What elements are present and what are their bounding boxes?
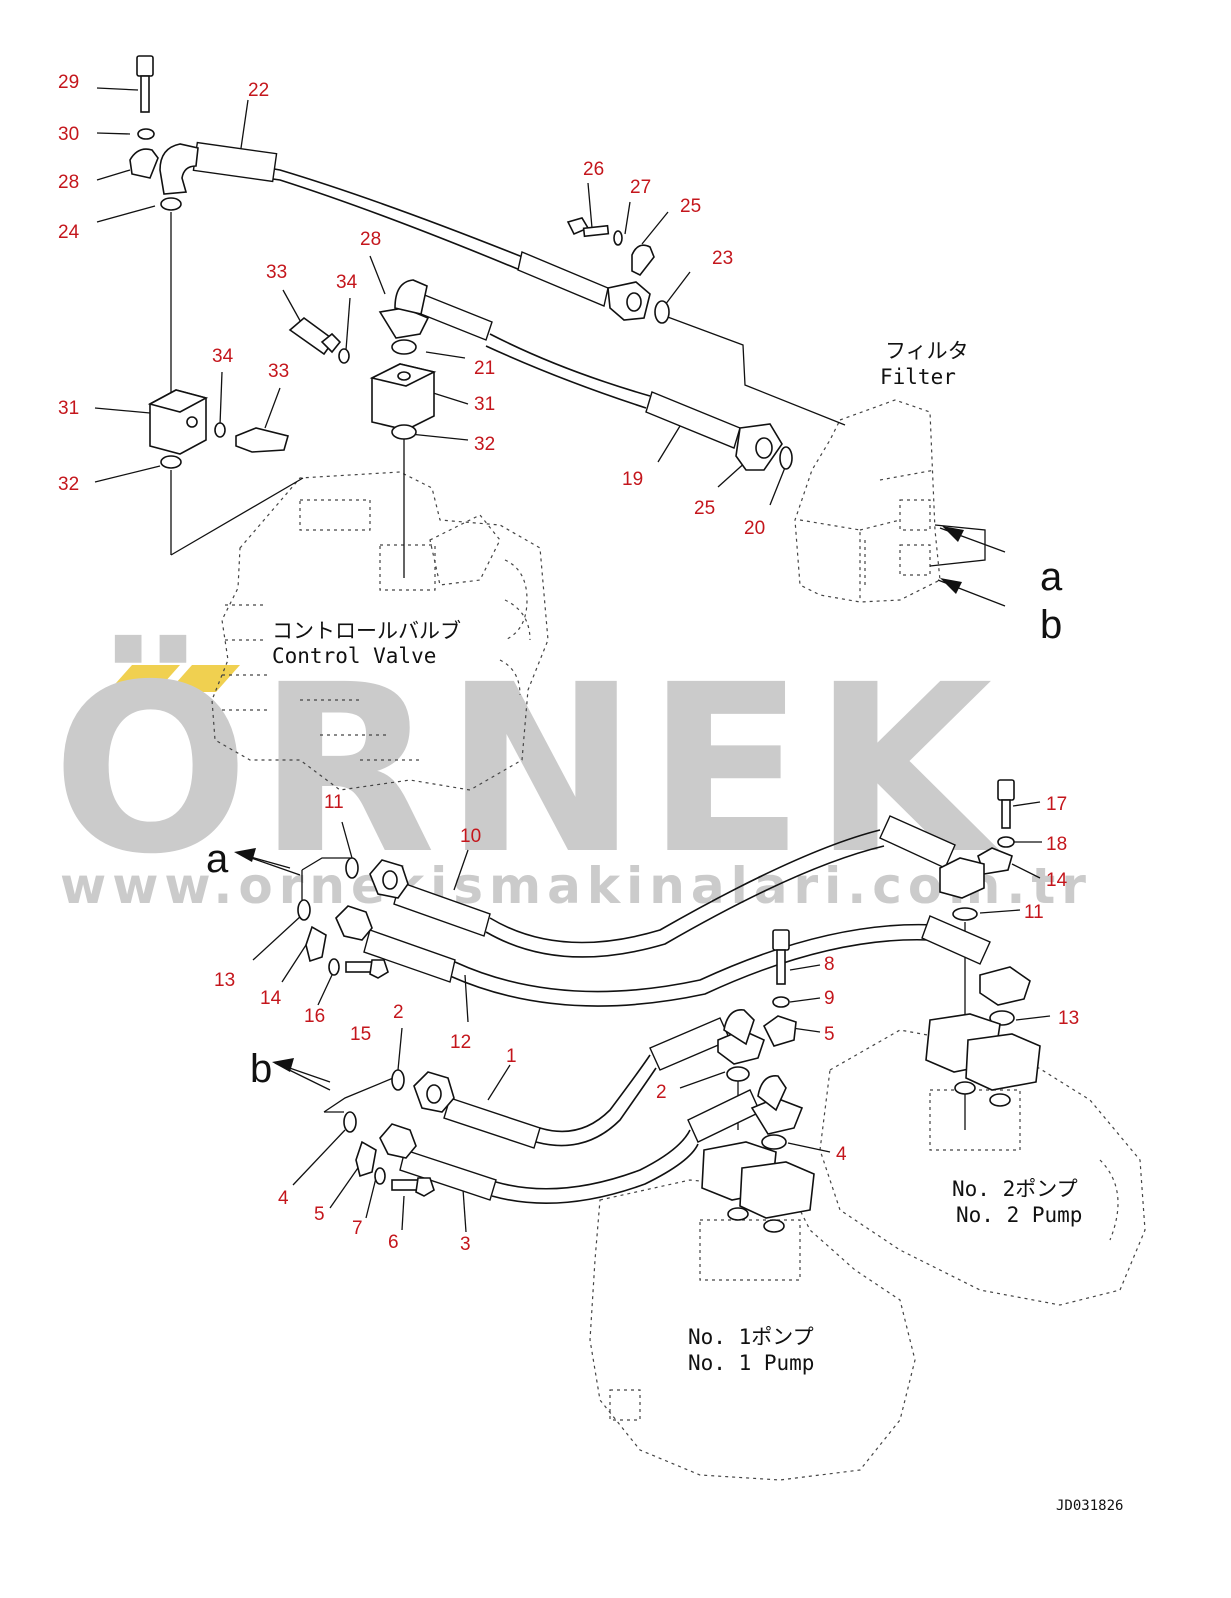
pump1-label-en: No. 1 Pump [688,1351,814,1375]
callout-22: 22 [248,80,269,101]
control-valve-label-en: Control Valve [272,644,436,668]
filter-body [794,399,941,603]
callout-28: 28 [58,172,79,193]
callout-21: 21 [474,358,495,379]
callout-2: 2 [393,1002,404,1023]
component-labels: フィルタ Filter コントロールバルブ Control Valve No. … [206,339,1123,1514]
callout-17: 17 [1046,794,1067,815]
pump2-label-jp: No. 2ポンプ [952,1177,1078,1201]
callout-25: 25 [680,196,701,217]
callout-11-b: 11 [1024,902,1044,923]
callout-34: 34 [336,272,358,293]
control-valve-label-jp: コントロールバルブ [272,619,461,643]
callout-16: 16 [304,1006,325,1027]
arrow-label-b-right: b [1040,603,1062,647]
leader-lines [94,87,1051,1233]
callout-33-b: 33 [268,361,289,382]
flow-arrows [234,526,1006,1083]
callout-1: 1 [506,1046,517,1067]
watermark-accent-left [108,665,180,692]
hoses [192,141,991,1205]
callout-9: 9 [824,988,835,1009]
callout-6: 6 [388,1232,399,1253]
callout-27: 27 [630,177,651,198]
callout-18: 18 [1046,834,1067,855]
callout-14-b: 14 [1046,870,1068,891]
callout-numbers: 29 30 28 24 22 26 27 25 23 28 33 34 21 3… [58,72,1079,1255]
callout-15: 15 [350,1024,371,1045]
pump-no2-body [819,1029,1146,1306]
callout-13-b: 13 [1058,1008,1079,1029]
pump-no1-body [589,1179,916,1481]
watermark-url: www.ornekismakinalari.com.tr [60,857,1092,915]
callout-31: 31 [58,398,79,419]
callout-7: 7 [352,1218,363,1239]
callout-32-b: 32 [474,434,495,455]
callout-11: 11 [324,792,344,813]
callout-14: 14 [260,988,282,1009]
callout-5-b: 5 [824,1024,835,1045]
callout-4-b: 4 [836,1144,847,1165]
callout-13: 13 [214,970,235,991]
watermark: ÖRNEK www.ornekismakinalari.com.tr [52,634,1092,915]
callout-24: 24 [58,222,80,243]
callout-29: 29 [58,72,79,93]
callout-19: 19 [622,469,643,490]
callout-3: 3 [460,1234,471,1255]
callout-5: 5 [314,1204,325,1225]
callout-34-b: 34 [212,346,234,367]
callout-33: 33 [266,262,287,283]
callout-23: 23 [712,248,733,269]
callout-28-b: 28 [360,229,381,250]
control-valve-body [211,471,549,791]
callout-10: 10 [460,826,481,847]
drawing-code: JD031826 [1056,1498,1123,1514]
watermark-brand: ÖRNEK [52,634,1000,905]
callout-26: 26 [583,159,604,180]
callout-4: 4 [278,1188,289,1209]
callout-32: 32 [58,474,79,495]
callout-12: 12 [450,1032,471,1053]
callout-2-b: 2 [656,1082,667,1103]
arrow-label-a-right: a [1040,555,1063,599]
arrow-label-a-left: a [206,837,229,881]
pump1-label-jp: No. 1ポンプ [688,1325,814,1349]
filter-label-en: Filter [880,365,956,389]
fittings [129,55,1041,1233]
callout-8: 8 [824,954,835,975]
callout-20: 20 [744,518,765,539]
callout-25-b: 25 [694,498,715,519]
callout-30: 30 [58,124,79,145]
callout-31-b: 31 [474,394,495,415]
watermark-accent-right [168,665,240,692]
arrow-label-b-left: b [250,1047,272,1091]
pump2-label-en: No. 2 Pump [956,1203,1082,1227]
filter-label-jp: フィルタ [885,339,969,363]
